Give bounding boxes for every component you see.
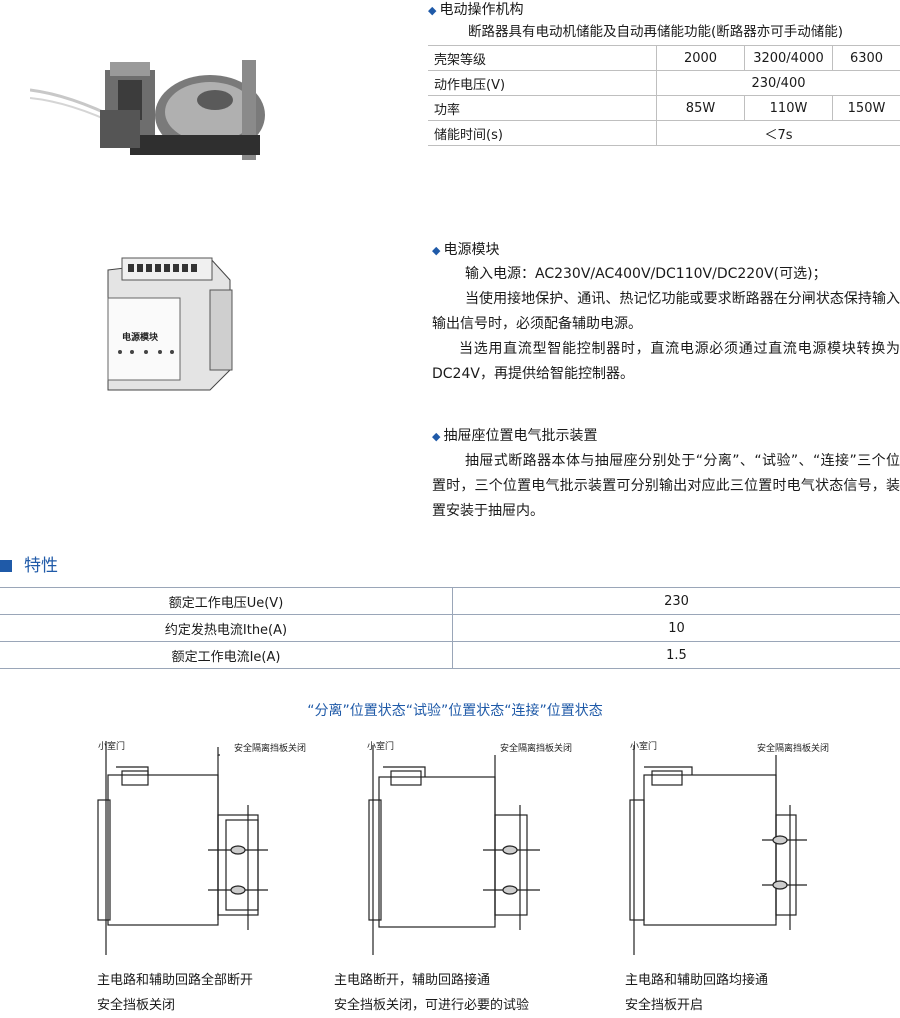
diamond-bullet-icon: ◆ <box>428 4 436 17</box>
row-label: 壳架等级 <box>428 46 657 71</box>
power-module-drawing <box>100 250 235 400</box>
power-paragraph-3: 当选用直流型智能控制器时，直流电源必须通过直流电源模块转换为DC24V，再提供给… <box>432 337 900 387</box>
motor-title-text: 电动操作机构 <box>439 2 523 18</box>
row-label: 储能时间(s) <box>428 121 657 146</box>
table-cell: 10 <box>453 615 900 642</box>
diagram-test: 小室门 安全隔离挡板关闭 <box>355 735 580 965</box>
power-paragraph-2: 当使用接地保护、通讯、热记忆功能或要求断路器在分闸状态保持输入输出信号时，必须配… <box>432 287 900 337</box>
table-cell: 1.5 <box>453 642 900 669</box>
table-row: 壳架等级 2000 3200/4000 6300 <box>428 46 900 71</box>
drawer-diagram-1 <box>88 735 313 965</box>
row-label: 动作电压(V) <box>428 71 657 96</box>
caption-line: 主电路和辅助回路全部断开 <box>97 968 253 993</box>
caption-connected: 主电路和辅助回路均接通 安全挡板开启 <box>625 968 768 1018</box>
drawer-diagram-2 <box>355 735 580 965</box>
power-module-image: 电源模块 <box>100 250 235 400</box>
drawer-diagram-3 <box>622 735 847 965</box>
square-bullet-icon <box>0 560 12 572</box>
power-section-title: ◆电源模块 <box>432 238 499 262</box>
table-row: 约定发热电流Ithe(A) 10 <box>0 615 900 642</box>
row-label: 功率 <box>428 96 657 121</box>
diamond-bullet-icon: ◆ <box>432 430 440 443</box>
table-cell: 230/400 <box>657 71 900 96</box>
motor-mechanism-image <box>30 50 270 170</box>
row-label: 约定发热电流Ithe(A) <box>0 615 453 642</box>
door-label: 小室门 <box>98 739 125 752</box>
power-title-text: 电源模块 <box>443 242 499 258</box>
drawer-section-title: ◆抽屉座位置电气批示装置 <box>432 424 597 448</box>
caption-line: 安全挡板关闭 <box>97 993 253 1018</box>
caption-test: 主电路断开，辅助回路接通 安全挡板关闭，可进行必要的试验 <box>334 968 529 1018</box>
module-label: 电源模块 <box>122 330 158 343</box>
drawer-title-text: 抽屉座位置电气批示装置 <box>443 428 597 444</box>
drawer-paragraph: 抽屉式断路器本体与抽屉座分别处于“分离”、“试验”、“连接”三个位置时，三个位置… <box>432 449 900 524</box>
motor-description: 断路器具有电动机储能及自动再储能功能(断路器亦可手动储能) <box>468 20 900 45</box>
diagram-disconnected: 小室门 安全隔离挡板关闭 <box>88 735 313 965</box>
table-cell: 6300 <box>833 46 900 71</box>
characteristics-table: 额定工作电压Ue(V) 230 约定发热电流Ithe(A) 10 额定工作电流I… <box>0 587 900 669</box>
table-row: 额定工作电压Ue(V) 230 <box>0 588 900 615</box>
characteristics-title: 特性 <box>24 556 58 576</box>
row-label: 额定工作电流Ie(A) <box>0 642 453 669</box>
caption-line: 安全挡板开启 <box>625 993 768 1018</box>
shutter-label: 安全隔离挡板关闭 <box>500 741 572 754</box>
table-row: 额定工作电流Ie(A) 1.5 <box>0 642 900 669</box>
table-cell: 85W <box>657 96 745 121</box>
characteristics-header: 特性 <box>0 555 58 577</box>
table-cell: ＜7s <box>657 121 900 146</box>
table-cell: 230 <box>453 588 900 615</box>
diagram-connected: 小室门 安全隔离挡板关闭 <box>622 735 847 965</box>
row-label: 额定工作电压Ue(V) <box>0 588 453 615</box>
positions-title: “分离”位置状态“试验”位置状态“连接”位置状态 <box>0 700 900 720</box>
table-row: 动作电压(V) 230/400 <box>428 71 900 96</box>
diamond-bullet-icon: ◆ <box>432 244 440 257</box>
caption-line: 主电路断开，辅助回路接通 <box>334 968 529 993</box>
table-cell: 3200/4000 <box>745 46 833 71</box>
table-row: 功率 85W 110W 150W <box>428 96 900 121</box>
shutter-label: 安全隔离挡板关闭 <box>234 741 306 754</box>
caption-disconnected: 主电路和辅助回路全部断开 安全挡板关闭 <box>97 968 253 1018</box>
table-row: 储能时间(s) ＜7s <box>428 121 900 146</box>
table-cell: 2000 <box>657 46 745 71</box>
motor-spec-table: 壳架等级 2000 3200/4000 6300 动作电压(V) 230/400… <box>428 45 900 146</box>
caption-line: 主电路和辅助回路均接通 <box>625 968 768 993</box>
motor-section-title: ◆电动操作机构 <box>428 0 523 20</box>
power-paragraph-1: 输入电源：AC230V/AC400V/DC110V/DC220V(可选)； <box>465 262 900 287</box>
caption-line: 安全挡板关闭，可进行必要的试验 <box>334 993 529 1018</box>
door-label: 小室门 <box>630 739 657 752</box>
shutter-label: 安全隔离挡板关闭 <box>757 741 829 754</box>
door-label: 小室门 <box>367 739 394 752</box>
table-cell: 150W <box>833 96 900 121</box>
table-cell: 110W <box>745 96 833 121</box>
